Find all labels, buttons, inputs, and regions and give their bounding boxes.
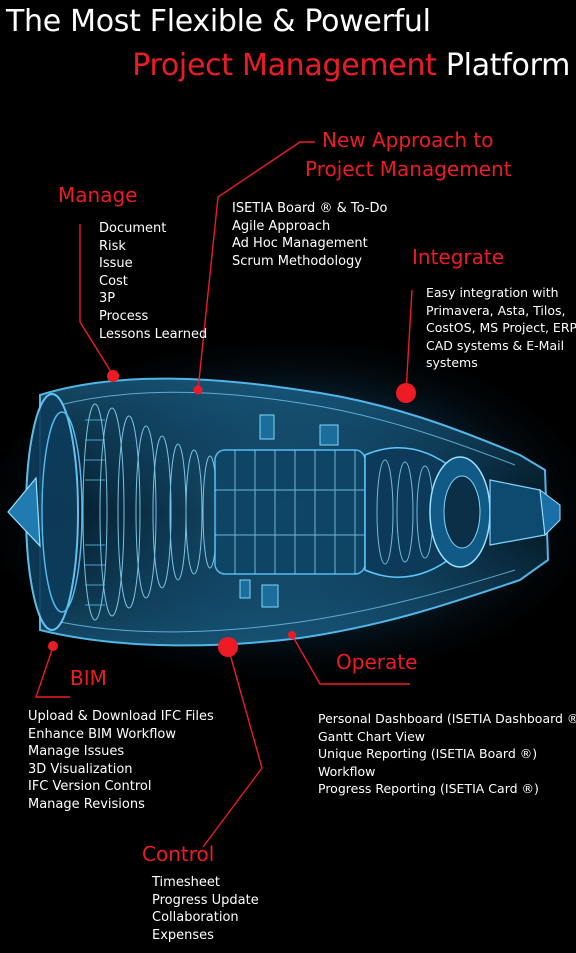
new-approach-heading-1: New Approach to: [322, 128, 494, 152]
integrate-heading: Integrate: [412, 245, 505, 269]
list-item: Upload & Download IFC Files: [28, 709, 214, 724]
new-approach-list: ISETIA Board ® & To-Do Agile Approach Ad…: [232, 200, 387, 270]
list-item: Progress Reporting (ISETIA Card ®): [318, 781, 539, 797]
list-item: Collaboration: [152, 910, 239, 926]
text-line: Primavera, Asta, Tilos,: [426, 302, 566, 318]
list-item: Ad Hoc Management: [232, 236, 368, 252]
list-item: Manage Revisions: [28, 796, 145, 812]
list-item: Scrum Methodology: [232, 253, 362, 269]
list-item: ISETIA Board ® & To-Do: [232, 201, 388, 216]
list-item: Expenses: [152, 927, 214, 943]
list-item: Workflow: [318, 763, 376, 779]
list-item: Manage Issues: [28, 744, 125, 760]
text-line: Easy integration with: [426, 285, 559, 300]
manage-heading: Manage: [58, 183, 138, 207]
operate-list: Personal Dashboard (ISETIA Dashboard ®) …: [318, 710, 576, 798]
bim-heading: BIM: [70, 666, 107, 690]
new-approach-heading-2: Project Management: [305, 157, 512, 181]
list-item: Enhance BIM Workflow: [28, 726, 176, 742]
list-item: Process: [99, 308, 149, 324]
connector-lines: [35, 141, 413, 848]
page-title-line1: The Most Flexible & Powerful: [6, 4, 431, 39]
integrate-text: Easy integration with Primavera, Asta, T…: [426, 284, 576, 372]
connector-dots: [48, 370, 416, 657]
list-item: Unique Reporting (ISETIA Board ®): [318, 746, 538, 762]
list-item: 3P: [99, 291, 116, 307]
manage-list: Document Risk Issue Cost 3P Process Less…: [99, 220, 207, 343]
list-item: Risk: [99, 238, 126, 254]
list-item: Personal Dashboard (ISETIA Dashboard ®): [318, 711, 576, 726]
text-line: systems: [426, 355, 478, 371]
title-highlight: Project Management: [132, 48, 437, 83]
list-item: Issue: [99, 256, 133, 272]
list-item: Gantt Chart View: [318, 728, 426, 744]
list-item: Lessons Learned: [99, 326, 208, 342]
text-line: CostOS, MS Project, ERP,: [426, 320, 576, 336]
text-line: CAD systems & E-Mail: [426, 337, 565, 353]
list-item: Timesheet: [152, 875, 220, 890]
control-list: Timesheet Progress Update Collaboration …: [152, 874, 259, 944]
page-title-line2: Project Management Platform: [132, 48, 570, 83]
list-item: 3D Visualization: [28, 761, 133, 777]
list-item: IFC Version Control: [28, 779, 152, 795]
list-item: Progress Update: [152, 892, 259, 908]
operate-heading: Operate: [336, 650, 418, 674]
list-item: Cost: [99, 273, 128, 289]
title-suffix: Platform: [445, 48, 570, 83]
control-heading: Control: [142, 842, 215, 866]
bim-list: Upload & Download IFC Files Enhance BIM …: [28, 708, 214, 814]
jet-engine-icon: [0, 340, 576, 680]
list-item: Document: [99, 221, 167, 236]
list-item: Agile Approach: [232, 218, 331, 234]
